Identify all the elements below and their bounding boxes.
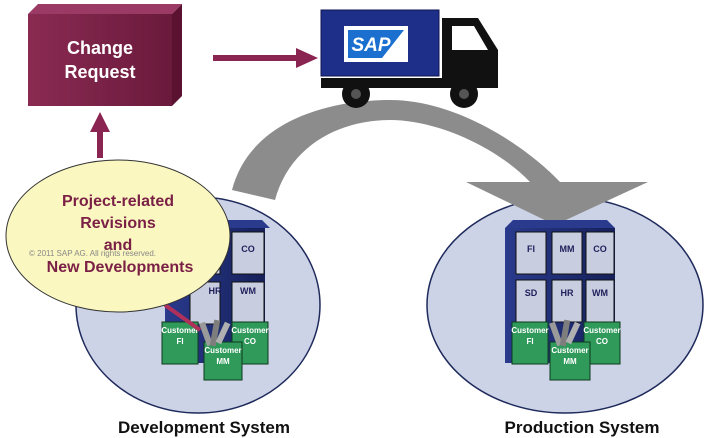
change-request-line2: Request xyxy=(64,62,135,82)
prod-module-mm: MM xyxy=(560,244,575,254)
prod-module-hr: HR xyxy=(561,288,574,298)
dev-customer-fi-line1: Customer xyxy=(161,326,198,335)
prod-module-fi: FI xyxy=(527,244,535,254)
arrow-to-truck xyxy=(213,48,318,68)
dev-tools-icon xyxy=(199,319,231,347)
revisions-bubble xyxy=(5,159,231,313)
bubble-line2: Revisions xyxy=(80,215,156,232)
sap-truck xyxy=(320,9,498,108)
sap-logo-text: SAP xyxy=(351,35,390,56)
dev-customer-mm-box xyxy=(203,341,243,381)
prod-customer-fi-line2: FI xyxy=(526,337,533,346)
bubble-line1: Project-related xyxy=(62,193,174,210)
bubble-line3: and xyxy=(104,237,132,254)
dev-customer-mm-line2: MM xyxy=(216,357,230,366)
dev-module-co: CO xyxy=(241,244,255,254)
prod-customer-mm-line1: Customer xyxy=(551,346,588,355)
prod-customer-fi-line1: Customer xyxy=(511,326,548,335)
dev-customer-fi-line2: FI xyxy=(176,337,183,346)
prod-module-co: CO xyxy=(593,244,607,254)
change-request-line1: Change xyxy=(67,38,133,58)
prod-customer-fi-box xyxy=(511,321,549,365)
dev-customer-co-line1: Customer xyxy=(231,326,268,335)
prod-module-wm: WM xyxy=(592,288,608,298)
prod-customer-mm-box xyxy=(549,341,591,381)
transport-arrow xyxy=(232,100,648,225)
arrow-bubble-to-rack xyxy=(163,303,202,332)
arrow-up-to-change-request xyxy=(90,112,110,158)
dev-customer-mm-line1: Customer xyxy=(204,346,241,355)
dev-module-hr: HR xyxy=(209,286,222,296)
prod-customer-mm-line2: MM xyxy=(563,357,577,366)
change-request-box xyxy=(28,4,182,106)
dev-customer-fi-box xyxy=(161,321,199,365)
prod-module-sd: SD xyxy=(525,288,538,298)
dev-module-wm: WM xyxy=(240,286,256,296)
copyright-text: © 2011 SAP AG. All rights reserved. xyxy=(29,249,156,258)
development-system-label: Development System xyxy=(118,418,290,437)
prod-customer-co-line2: CO xyxy=(596,337,608,346)
prod-tools-icon xyxy=(549,319,581,347)
prod-customer-co-line1: Customer xyxy=(583,326,620,335)
production-system-label: Production System xyxy=(505,418,660,437)
dev-customer-co-line2: CO xyxy=(244,337,256,346)
bubble-line4: New Developments xyxy=(47,259,194,276)
